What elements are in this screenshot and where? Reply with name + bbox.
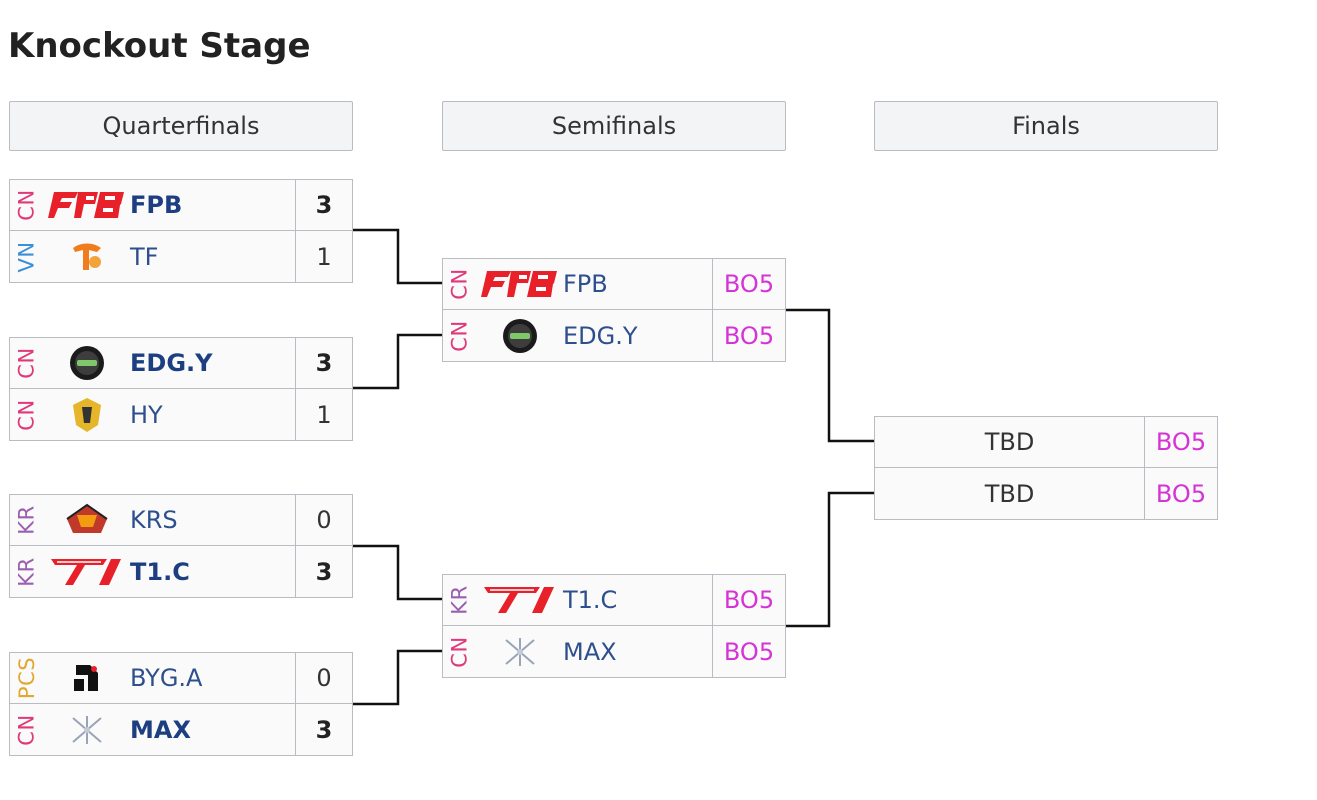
region-tag: KR	[443, 575, 477, 625]
byga-team-logo-icon	[44, 653, 130, 703]
team-name[interactable]: TF	[130, 242, 159, 271]
best-of-label: BO5	[1144, 417, 1217, 467]
team-name[interactable]: HY	[130, 400, 163, 429]
team-name[interactable]: EDG.Y	[563, 321, 638, 350]
region-tag: PCS	[10, 653, 44, 703]
team-name[interactable]: T1.C	[563, 586, 618, 614]
team-row[interactable]: CN MAX BO5	[442, 626, 786, 678]
connector-sf1-final	[786, 308, 874, 443]
hy-team-logo-icon	[44, 389, 130, 440]
region-tag: CN	[10, 338, 44, 388]
team-row[interactable]: KR T1.C 3	[9, 546, 353, 598]
region-label: KR	[15, 505, 39, 535]
edgy-team-logo-icon	[44, 338, 130, 388]
team-row[interactable]: CN FPB BO5	[442, 258, 786, 310]
team-score: 0	[295, 653, 352, 703]
best-of-label: BO5	[712, 575, 785, 625]
team-row[interactable]: TBD BO5	[874, 416, 1218, 468]
region-tag: KR	[10, 546, 44, 597]
team-name[interactable]: BYG.A	[130, 664, 203, 692]
region-tag: CN	[10, 180, 44, 230]
team-row[interactable]: KR T1.C BO5	[442, 574, 786, 626]
team-name[interactable]: MAX	[563, 637, 617, 666]
team-score: 0	[295, 495, 352, 545]
region-label: CN	[448, 268, 472, 300]
team-score: 3	[295, 338, 352, 388]
team-row[interactable]: CN MAX 3	[9, 704, 353, 756]
team-row[interactable]: TBD BO5	[874, 468, 1218, 520]
region-tag: KR	[10, 495, 44, 545]
region-tag: CN	[10, 389, 44, 440]
page-title: Knockout Stage	[8, 26, 311, 66]
team-row[interactable]: CN EDG.Y BO5	[442, 310, 786, 362]
round-header-finals: Finals	[874, 101, 1218, 151]
round-header-quarterfinals: Quarterfinals	[9, 101, 353, 151]
team-name[interactable]: FPB	[563, 270, 608, 298]
team-row[interactable]: KR KRS 0	[9, 494, 353, 546]
fpb-team-logo-icon	[44, 180, 130, 230]
region-label: KR	[15, 556, 39, 587]
best-of-label: BO5	[1144, 468, 1217, 519]
region-label: CN	[15, 398, 39, 431]
team-row[interactable]: CN EDG.Y 3	[9, 337, 353, 389]
tf-team-logo-icon	[44, 231, 130, 282]
best-of-label: BO5	[712, 259, 785, 309]
region-tag: CN	[10, 704, 44, 755]
region-label: CN	[15, 347, 39, 379]
max-team-logo-icon	[477, 626, 563, 677]
t1c-team-logo-icon	[477, 575, 563, 625]
best-of-label: BO5	[712, 626, 785, 677]
region-tag: CN	[443, 259, 477, 309]
team-row[interactable]: CN FPB 3	[9, 179, 353, 231]
team-name[interactable]: FPB	[130, 191, 183, 219]
connector-qf4-sf2	[353, 649, 442, 706]
round-header-semifinals: Semifinals	[442, 101, 786, 151]
t1c-team-logo-icon	[44, 546, 130, 597]
region-label: PCS	[15, 656, 40, 700]
region-label: VN	[14, 240, 39, 273]
region-label: CN	[15, 189, 39, 221]
team-score: 3	[295, 180, 352, 230]
connector-qf2-sf1	[353, 333, 442, 390]
edgy-team-logo-icon	[477, 310, 563, 361]
fpb-team-logo-icon	[477, 259, 563, 309]
team-score: 1	[295, 389, 352, 440]
region-label: CN	[448, 319, 472, 352]
team-name[interactable]: T1.C	[130, 557, 190, 586]
team-name[interactable]: KRS	[130, 506, 178, 534]
region-tag: VN	[10, 231, 44, 282]
connector-qf3-sf2	[353, 544, 442, 601]
region-label: KR	[448, 585, 472, 615]
team-score: 1	[295, 231, 352, 282]
team-name[interactable]: MAX	[130, 715, 191, 744]
team-score: 3	[295, 704, 352, 755]
team-name: TBD	[984, 428, 1035, 456]
region-tag: CN	[443, 310, 477, 361]
krs-team-logo-icon	[44, 495, 130, 545]
team-name: TBD	[984, 479, 1035, 508]
connector-qf1-sf1	[353, 228, 442, 285]
team-score: 3	[295, 546, 352, 597]
connector-sf2-final	[786, 491, 874, 628]
region-label: CN	[448, 635, 472, 668]
region-tag: CN	[443, 626, 477, 677]
max-team-logo-icon	[44, 704, 130, 755]
region-label: CN	[15, 713, 39, 746]
best-of-label: BO5	[712, 310, 785, 361]
team-name[interactable]: EDG.Y	[130, 349, 213, 377]
team-row[interactable]: VN TF 1	[9, 231, 353, 283]
team-row[interactable]: PCS BYG.A 0	[9, 652, 353, 704]
team-row[interactable]: CN HY 1	[9, 389, 353, 441]
